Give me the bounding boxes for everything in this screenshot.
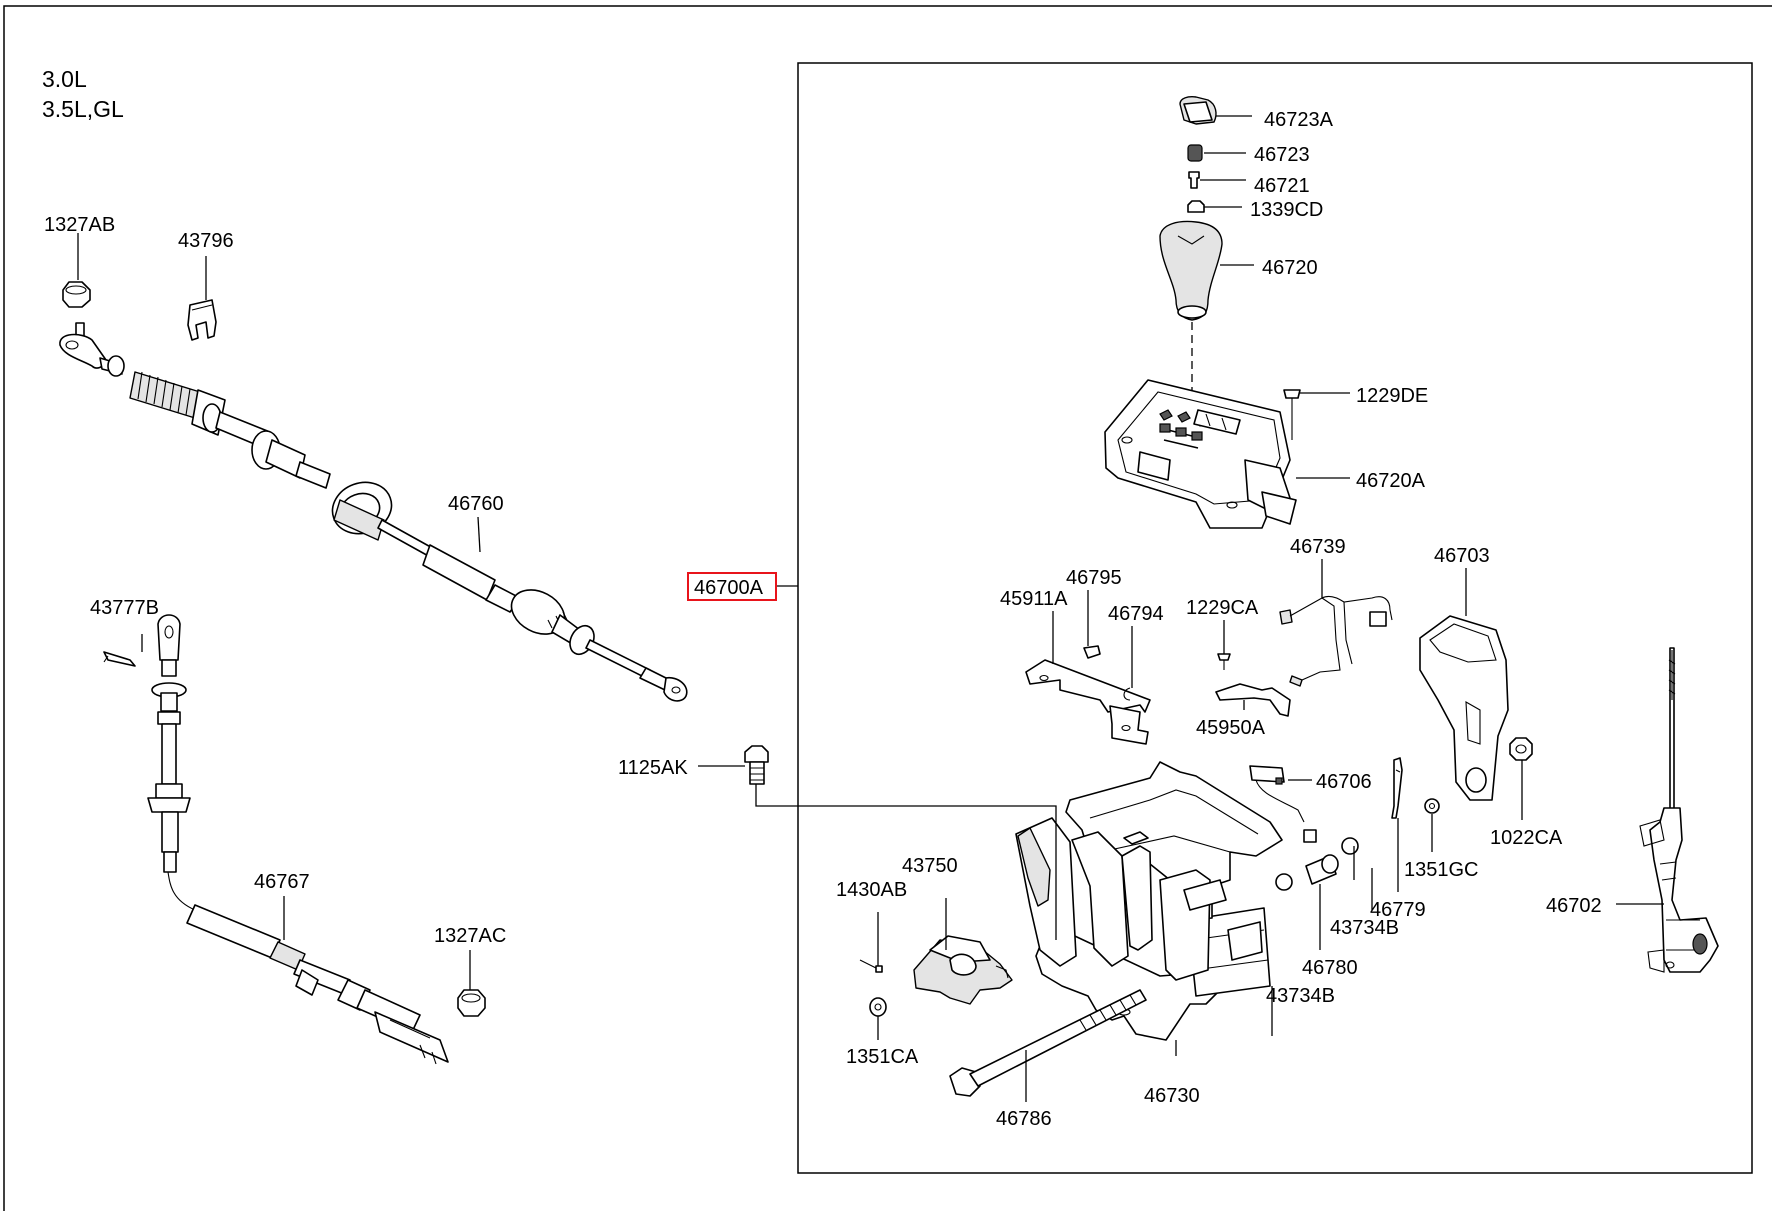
label-46767[interactable]: 46767	[254, 871, 310, 893]
washer-1351ca-drawing	[869, 997, 887, 1017]
shift-knob-stack	[1159, 96, 1223, 420]
assembly-highlight-box	[687, 572, 777, 601]
switch-46706-drawing	[1249, 765, 1317, 843]
control-cable-46767	[103, 614, 449, 1065]
label-43796[interactable]: 43796	[178, 230, 234, 252]
label-46702[interactable]: 46702	[1546, 895, 1602, 917]
nut-1327ab-drawing	[62, 281, 91, 308]
label-46723[interactable]: 46723	[1254, 144, 1310, 166]
label-46700a[interactable]: 46700A	[694, 577, 764, 599]
clip-43796-drawing	[187, 299, 217, 341]
engine-line-1: 3.0L	[42, 66, 87, 92]
engine-line-2: 3.5L,GL	[42, 96, 124, 122]
label-46760[interactable]: 46760	[448, 493, 504, 515]
label-46703[interactable]: 46703	[1434, 545, 1490, 567]
label-43734b-upper[interactable]: 43734B	[1330, 917, 1399, 939]
label-46780[interactable]: 46780	[1302, 957, 1358, 979]
lever-46702-drawing	[1639, 647, 1719, 973]
label-46795[interactable]: 46795	[1066, 567, 1122, 589]
label-1327ab[interactable]: 1327AB	[44, 214, 115, 236]
wiring-46739-drawing	[1279, 595, 1393, 687]
shift-cable-46760	[59, 281, 688, 702]
label-46786[interactable]: 46786	[996, 1108, 1052, 1130]
pin-46795-drawing	[1083, 645, 1101, 659]
screw-1229ca-drawing	[1217, 653, 1231, 670]
bracket-45911a-drawing	[1025, 659, 1151, 745]
label-46794[interactable]: 46794	[1108, 603, 1164, 625]
indicator-46720a-drawing	[1104, 379, 1301, 529]
bracket-45950a-drawing	[1215, 683, 1291, 717]
part-labels: 1327AB 43796 46760 43777B 46767 1327AC 4…	[44, 109, 1602, 1130]
label-46730[interactable]: 46730	[1144, 1085, 1200, 1107]
bolt-46786-drawing	[949, 989, 1147, 1097]
label-1351gc[interactable]: 1351GC	[1404, 859, 1479, 881]
label-1327ac[interactable]: 1327AC	[434, 925, 506, 947]
label-1339cd[interactable]: 1339CD	[1250, 199, 1323, 221]
nut-1327ac-drawing	[457, 989, 486, 1017]
label-1125ak[interactable]: 1125AK	[618, 757, 688, 779]
label-43734b-lower[interactable]: 43734B	[1266, 985, 1335, 1007]
collar-46780-drawing	[1305, 854, 1339, 885]
label-46721[interactable]: 46721	[1254, 175, 1310, 197]
label-46720[interactable]: 46720	[1262, 257, 1318, 279]
pin-1430ab-drawing	[859, 959, 883, 973]
clip-46794-drawing	[1123, 687, 1131, 701]
label-46720a[interactable]: 46720A	[1356, 470, 1426, 492]
nut-1022ca-drawing	[1509, 737, 1533, 761]
rod-46779-drawing	[1391, 757, 1403, 819]
label-1022ca[interactable]: 1022CA	[1490, 827, 1563, 849]
bracket-46703-drawing	[1419, 615, 1509, 801]
label-1229ca[interactable]: 1229CA	[1186, 597, 1259, 619]
washer-1351gc-drawing	[1424, 798, 1440, 814]
leader-lines	[77, 115, 1664, 1102]
base-46730-drawing	[1015, 761, 1283, 1041]
label-1351ca[interactable]: 1351CA	[846, 1046, 919, 1068]
label-43777b[interactable]: 43777B	[90, 597, 159, 619]
page-border	[3, 5, 1772, 1211]
bracket-43750-drawing	[913, 935, 1013, 1005]
label-1229de[interactable]: 1229DE	[1356, 385, 1428, 407]
label-1430ab[interactable]: 1430AB	[836, 879, 907, 901]
assembly-frame	[797, 62, 1753, 1174]
label-46779[interactable]: 46779	[1370, 899, 1426, 921]
bolt-1125ak-drawing	[744, 745, 769, 785]
label-46723a[interactable]: 46723A	[1264, 109, 1334, 131]
label-43750[interactable]: 43750	[902, 855, 958, 877]
label-45950a[interactable]: 45950A	[1196, 717, 1266, 739]
label-45911a[interactable]: 45911A	[1000, 588, 1068, 610]
label-46739[interactable]: 46739	[1290, 536, 1346, 558]
label-46706[interactable]: 46706	[1316, 771, 1372, 793]
